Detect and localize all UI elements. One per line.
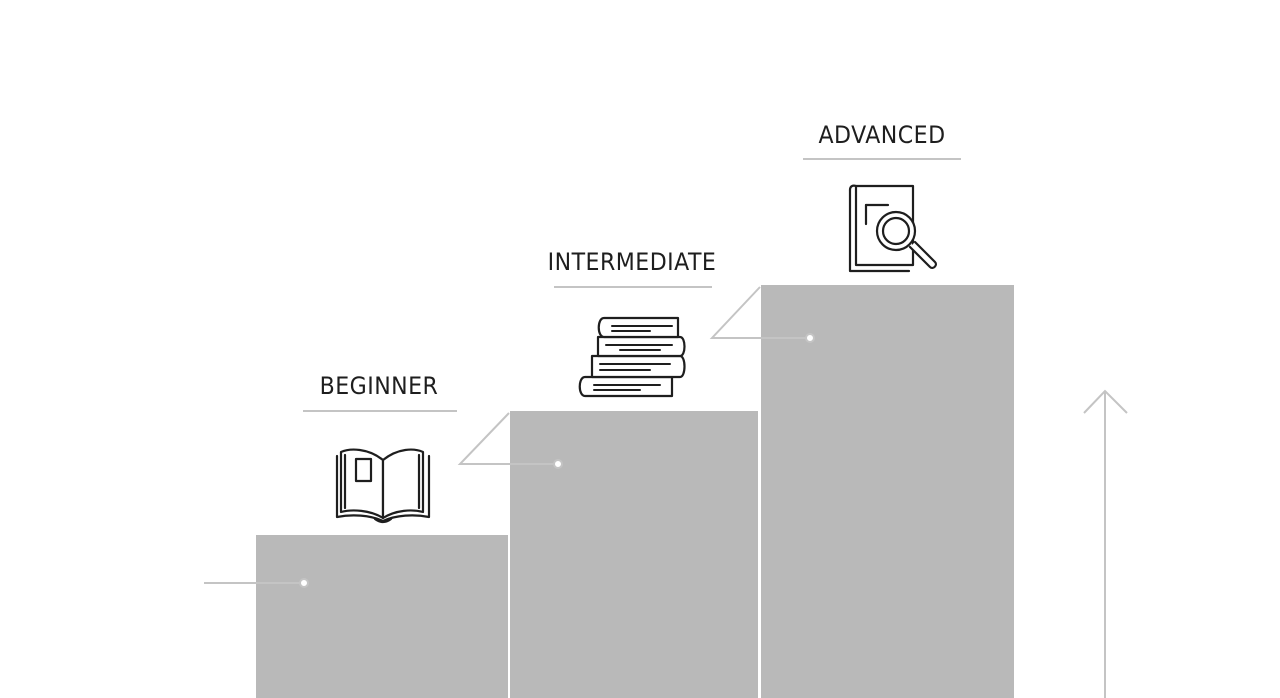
label-intermediate: INTERMEDIATE: [547, 248, 717, 276]
connector-advanced: [709, 286, 815, 343]
step-advanced: [761, 285, 1014, 698]
connector-intermediate: [457, 412, 563, 469]
step-intermediate: [510, 411, 758, 698]
underline-beginner: [303, 410, 457, 412]
label-advanced: ADVANCED: [818, 121, 946, 149]
label-beginner: BEGINNER: [319, 372, 439, 400]
up-arrow-icon: [1083, 389, 1128, 698]
underline-intermediate: [554, 286, 712, 288]
connector-beginner: [204, 578, 309, 588]
underline-advanced: [803, 158, 961, 160]
step-beginner: [256, 535, 508, 698]
